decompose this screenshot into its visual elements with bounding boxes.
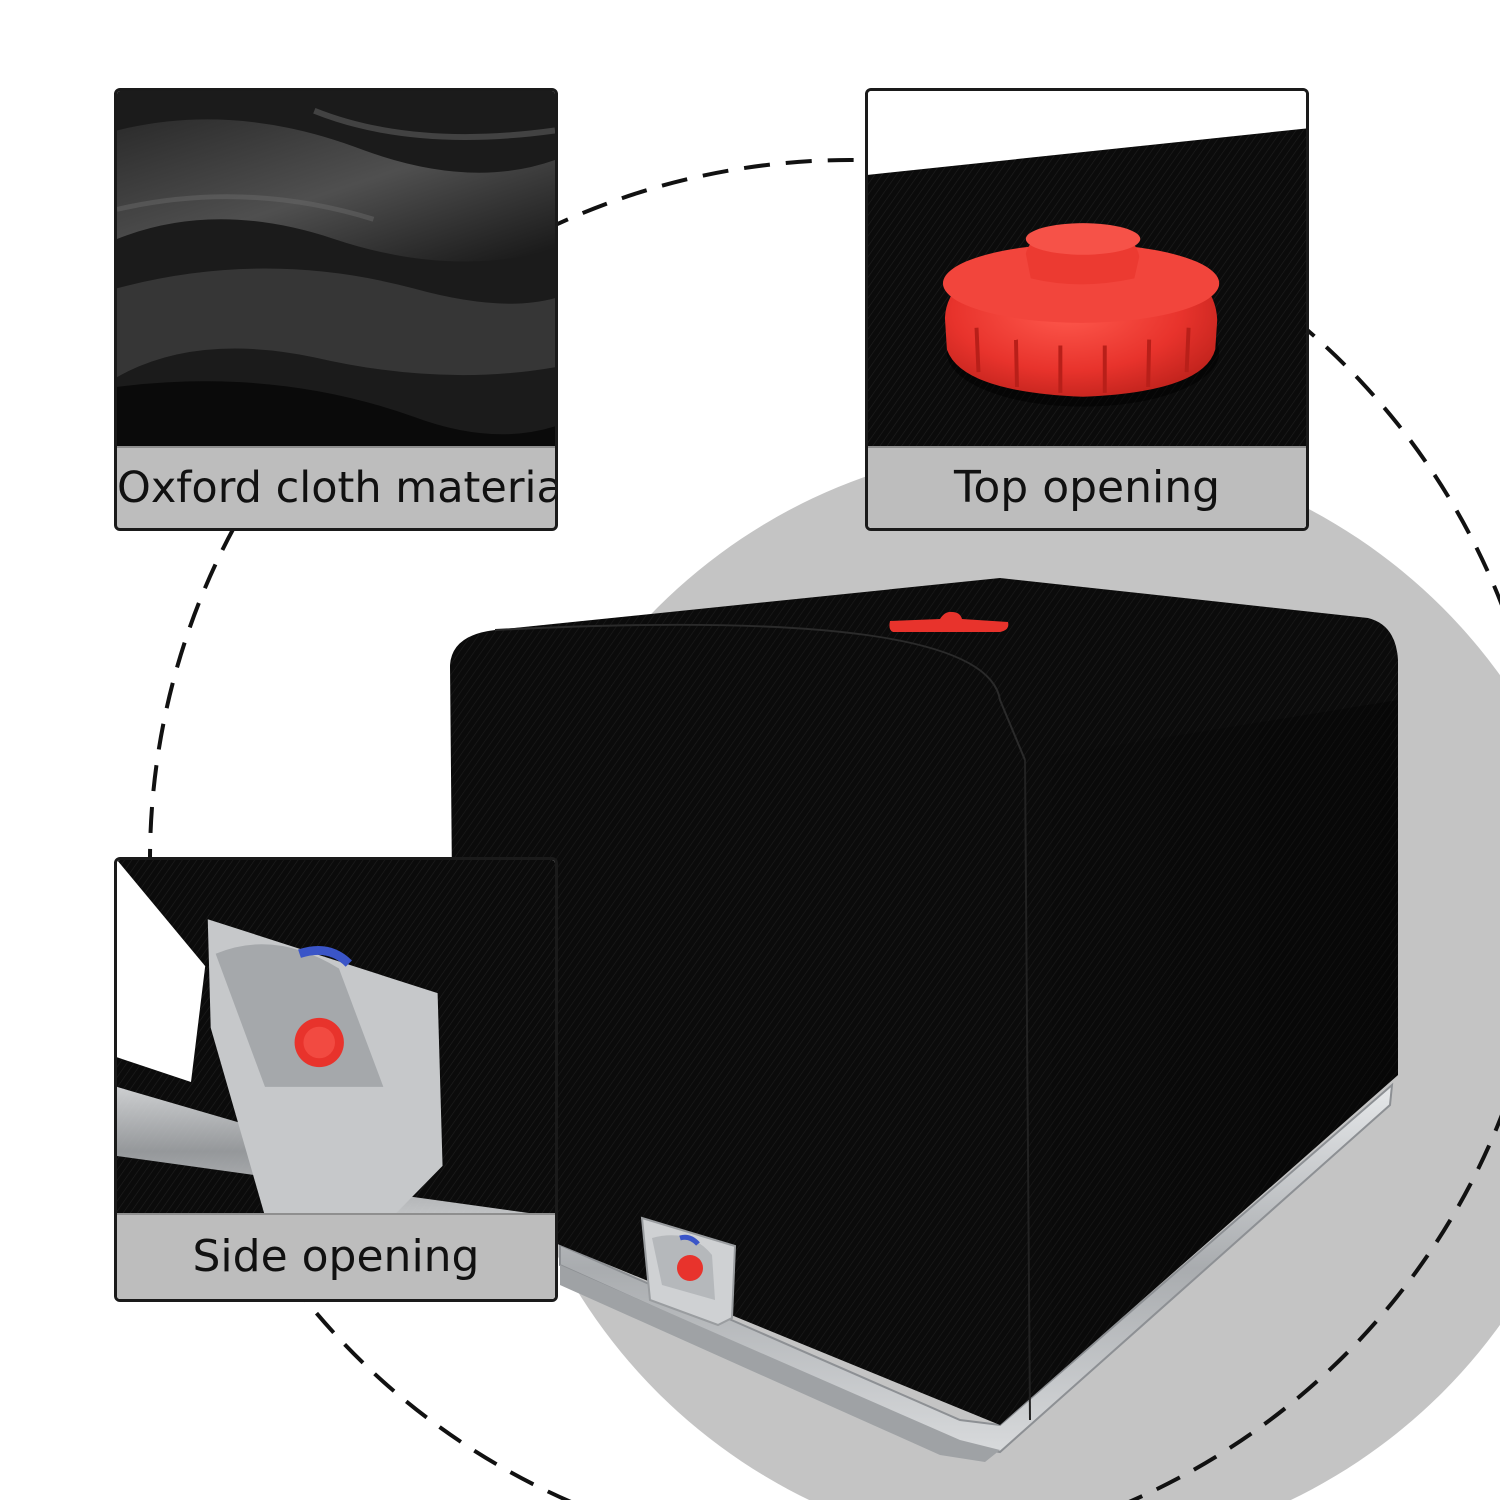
oxford-cloth-label: Oxford cloth material xyxy=(117,446,555,528)
side-opening-label: Side opening xyxy=(117,1213,555,1299)
top-cap-tab xyxy=(889,611,1009,632)
top-opening-callout: Top opening xyxy=(865,88,1309,531)
oxford-cloth-callout: Oxford cloth material xyxy=(114,88,558,531)
side-valve-window xyxy=(640,1216,737,1327)
side-opening-callout: Side opening xyxy=(114,857,558,1302)
top-opening-label: Top opening xyxy=(868,446,1306,528)
tank-cover xyxy=(450,578,1398,1425)
